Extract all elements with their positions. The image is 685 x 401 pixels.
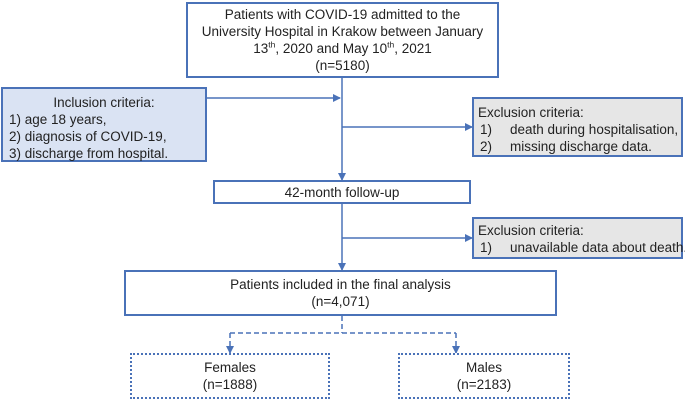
- females-box: Females (n=1888): [130, 353, 330, 399]
- females-count: (n=1888): [202, 377, 258, 392]
- cohort-line-3: 13th, 2020 and May 10th, 2021: [253, 39, 432, 56]
- final-analysis-box: Patients included in the final analysis …: [124, 270, 557, 316]
- inclusion-heading: Inclusion criteria:: [53, 95, 155, 110]
- cohort-line-2: University Hospital in Krakow between Ja…: [201, 24, 484, 39]
- exclusion-criteria-box-1: Exclusion criteria: 1)death during hospi…: [472, 97, 683, 157]
- followup-box: 42-month follow-up: [213, 180, 471, 204]
- exclusion-heading: Exclusion criteria:: [478, 105, 584, 120]
- inclusion-item: 2) diagnosis of COVID-19,: [9, 129, 167, 144]
- exclusion-item: 1)death during hospitalisation,: [480, 122, 679, 137]
- cohort-line-1: Patients with COVID-19 admitted to the: [224, 7, 461, 22]
- final-analysis-count: (n=4,071): [311, 294, 370, 309]
- followup-label: 42-month follow-up: [284, 184, 400, 200]
- males-box: Males (n=2183): [398, 353, 570, 399]
- exclusion-heading: Exclusion criteria:: [478, 223, 584, 238]
- final-analysis-label: Patients included in the final analysis: [230, 277, 451, 292]
- inclusion-item: 3) discharge from hospital.: [9, 146, 169, 161]
- cohort-box: Patients with COVID-19 admitted to the U…: [186, 2, 499, 78]
- cohort-count: (n=5180): [315, 58, 370, 73]
- exclusion-item: 2)missing discharge data.: [480, 139, 652, 154]
- inclusion-criteria-box: Inclusion criteria: 1) age 18 years, 2) …: [1, 87, 207, 162]
- exclusion-criteria-box-2: Exclusion criteria: 1)unavailable data a…: [472, 217, 685, 259]
- males-count: (n=2183): [456, 377, 512, 392]
- males-label: Males: [465, 360, 502, 375]
- inclusion-item: 1) age 18 years,: [9, 112, 107, 127]
- exclusion-item: 1)unavailable data about death.: [480, 240, 685, 255]
- females-label: Females: [204, 360, 256, 375]
